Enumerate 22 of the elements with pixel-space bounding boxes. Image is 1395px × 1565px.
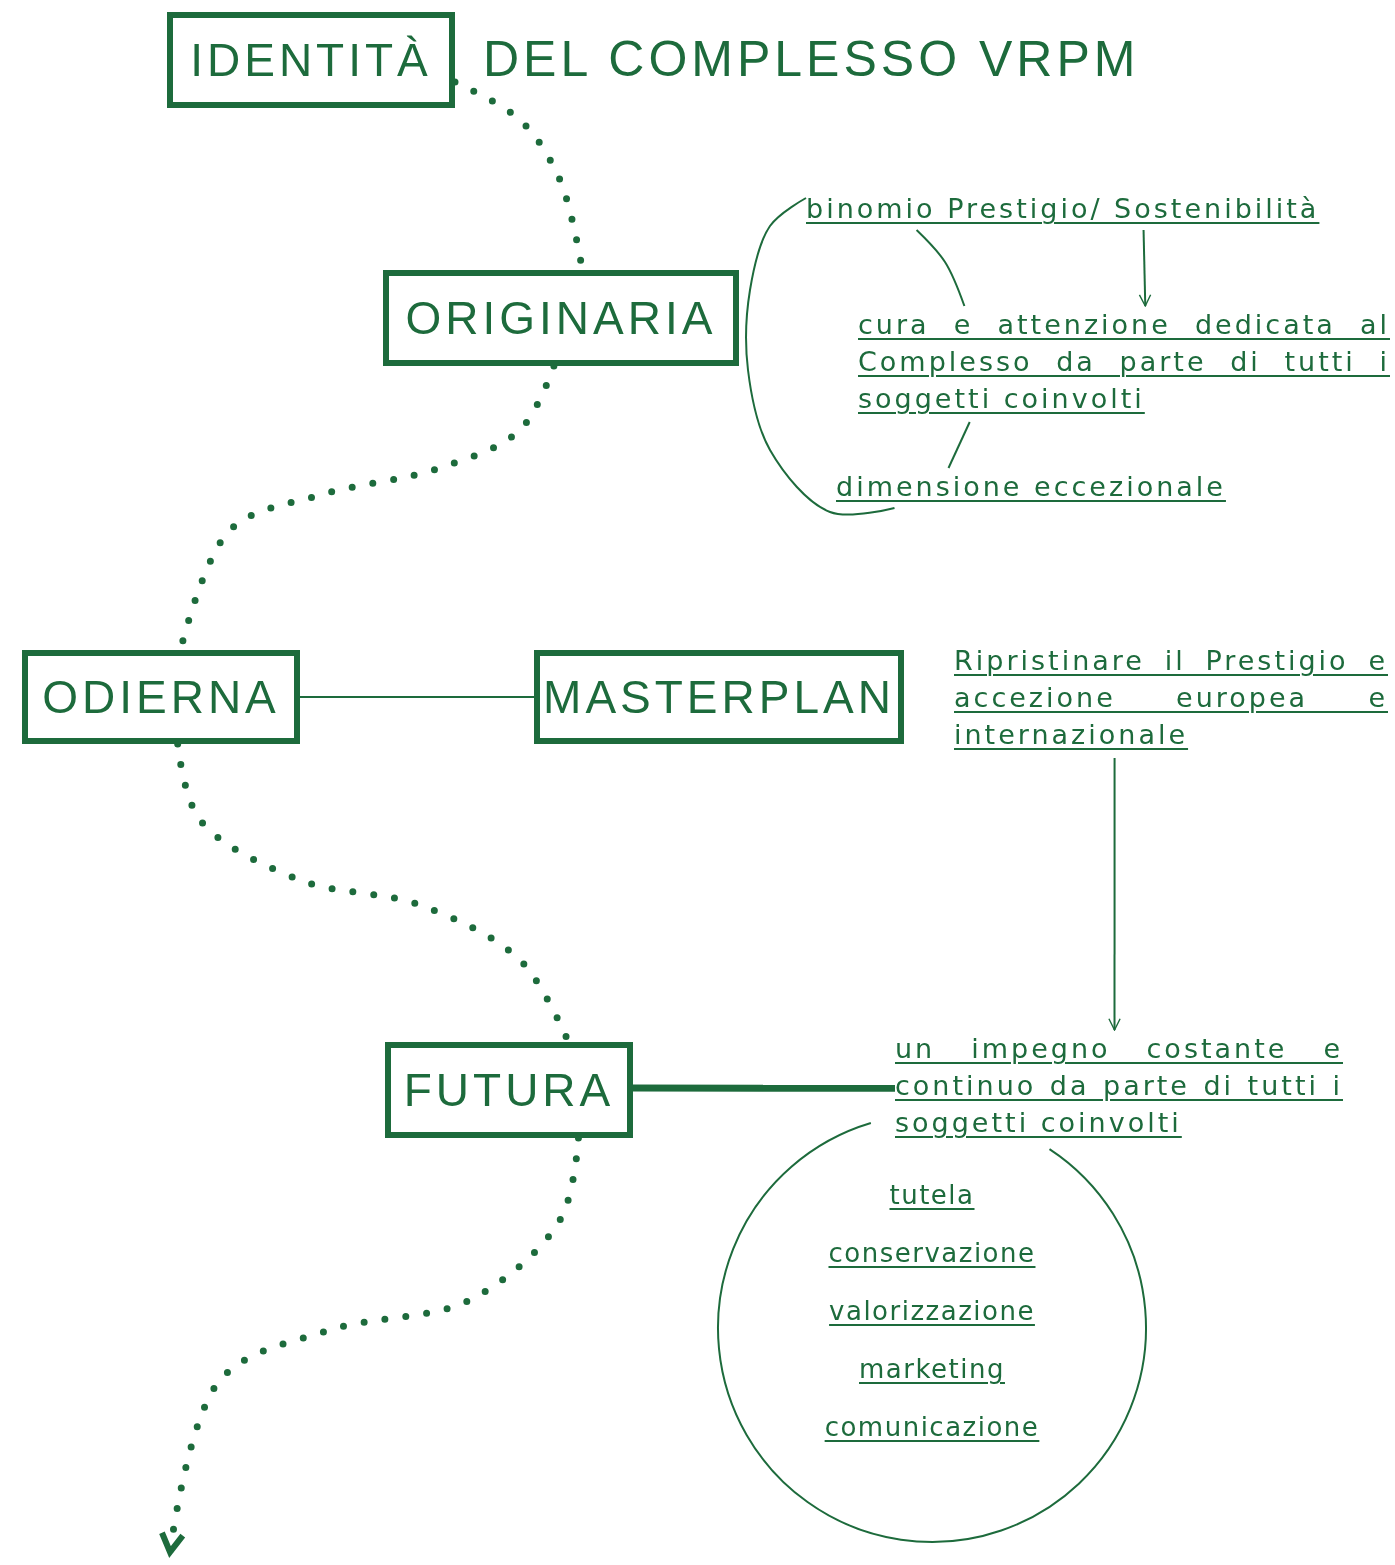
connector-line	[299, 696, 535, 698]
label-box: MASTERPLAN	[534, 650, 904, 744]
text-label: tutela	[889, 1180, 975, 1210]
arrow	[1108, 757, 1121, 1031]
text-label: marketing	[859, 1354, 1005, 1384]
connector-line	[947, 421, 971, 469]
text-label: cura e attenzione dedicata al Complesso da parte di tutti i soggetti coinvolti	[858, 308, 1390, 416]
arrow	[1138, 229, 1152, 307]
label-box: IDENTITÀ	[167, 12, 455, 108]
connector-line	[745, 197, 896, 516]
text-label: conservazione	[828, 1238, 1036, 1268]
text-label: Ripristinare il Prestigio e accezione europea e internazionale	[954, 644, 1388, 752]
title-text: DEL COMPLESSO VRPM	[483, 30, 1140, 88]
text-label: valorizzazione	[829, 1296, 1035, 1326]
label-box: FUTURA	[385, 1042, 633, 1138]
connector-line	[915, 229, 966, 307]
text-label: dimensione eccezionale	[836, 470, 1227, 504]
label-box: ODIERNA	[22, 650, 300, 744]
text-label: binomio Prestigio/ Sostenibilità	[806, 192, 1321, 226]
text-label: comunicazione	[824, 1412, 1040, 1442]
text-label: un impegno costante e continuo da parte di tutti i soggetti coinvolti	[895, 1032, 1343, 1140]
label-box: ORIGINARIA	[383, 270, 739, 366]
